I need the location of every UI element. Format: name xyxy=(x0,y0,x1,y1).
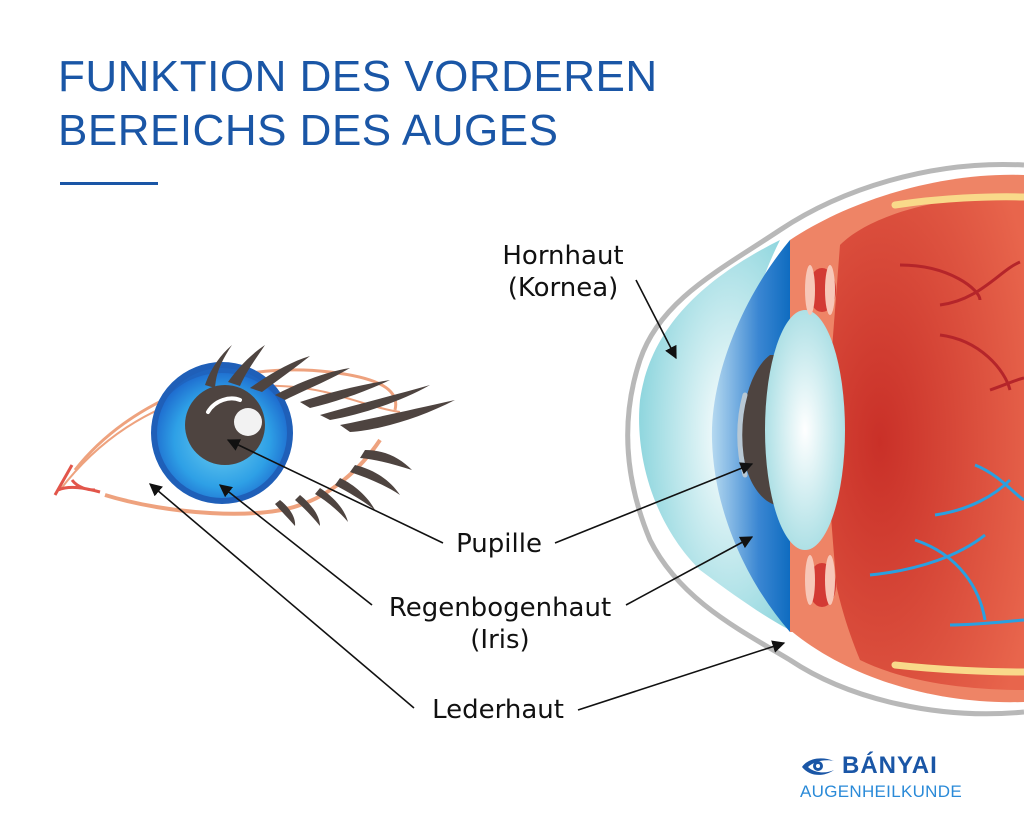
page-title: FUNKTION DES VORDEREN BEREICHS DES AUGES xyxy=(58,50,658,158)
cornea-label-line-2: (Kornea) xyxy=(507,273,619,303)
pupil-label: Pupille xyxy=(456,529,542,559)
eye-logo-icon xyxy=(802,758,834,775)
logo-name: BÁNYAI xyxy=(842,752,938,779)
iris-label-line-2: (Iris) xyxy=(470,625,530,655)
front-eye-drawing xyxy=(53,345,455,526)
title-line-2: BEREICHS DES AUGES xyxy=(58,106,559,155)
banyai-logo: BÁNYAI AUGENHEILKUNDE xyxy=(800,752,962,802)
cornea-label-line-1: Hornhaut xyxy=(502,241,624,271)
iris-label-line-1: Regenbogenhaut xyxy=(388,593,612,623)
title-underline xyxy=(60,182,158,185)
cornea-label: Hornhaut (Kornea) xyxy=(488,240,638,304)
cross-section-eye-drawing xyxy=(625,161,1024,717)
leader-lines xyxy=(149,279,786,711)
sclera-label: Lederhaut xyxy=(432,695,564,725)
title-line-1: FUNKTION DES VORDEREN xyxy=(58,52,658,101)
iris-label: Regenbogenhaut (Iris) xyxy=(375,592,625,656)
logo-subtitle: AUGENHEILKUNDE xyxy=(800,782,962,801)
